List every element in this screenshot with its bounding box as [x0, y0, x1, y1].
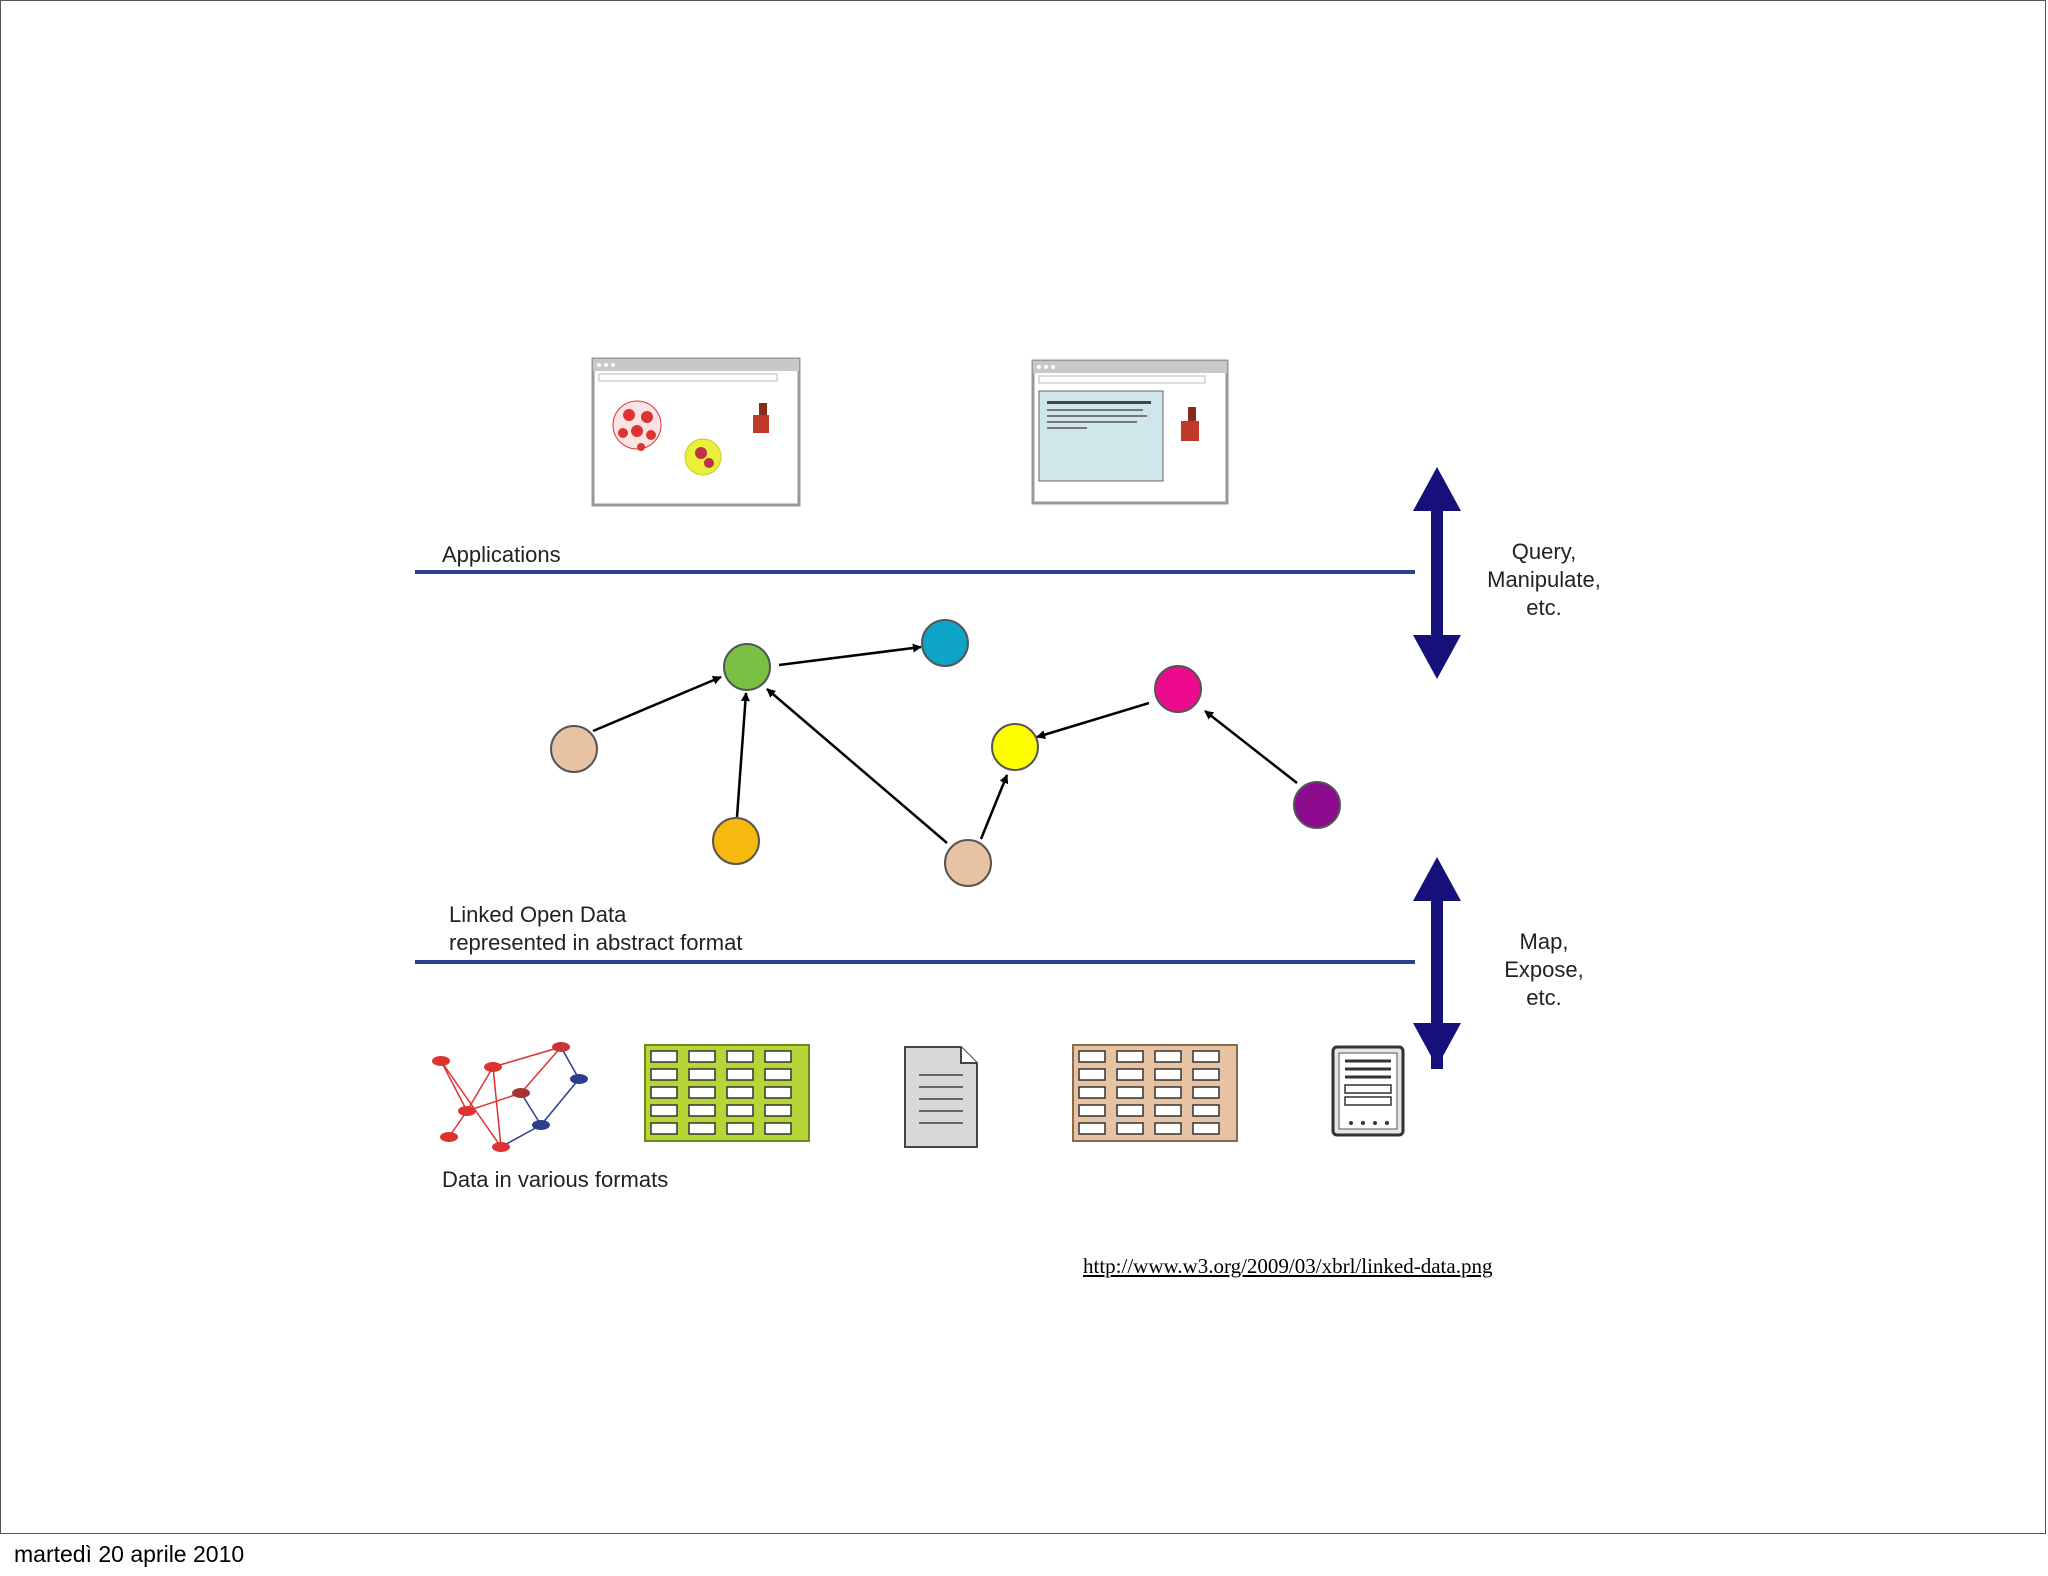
graph-node: [550, 725, 598, 773]
document-icon: [904, 1046, 978, 1148]
text-panel-icon: [1038, 390, 1164, 482]
source-url-link[interactable]: http://www.w3.org/2009/03/xbrl/linked-da…: [1083, 1254, 1493, 1278]
applications-label: Applications: [442, 542, 561, 567]
query-label-line1: Query,: [1512, 539, 1576, 564]
edge-n2-n3: [778, 643, 922, 667]
graph-icon: [432, 1042, 588, 1152]
tool-icon: [1181, 407, 1199, 441]
graph-node: [712, 817, 760, 865]
query-double-arrow: [1413, 467, 1461, 679]
graph-node: [944, 839, 992, 887]
graph-node: [991, 723, 1039, 771]
linked-data-diagram: Applications Linked Open Data represente…: [415, 357, 1601, 1192]
tan-table-icon: [1072, 1044, 1238, 1142]
highlighted-node-icon: [684, 438, 722, 476]
slide-frame: Applications Linked Open Data represente…: [0, 0, 2046, 1534]
map-label-line2: Expose,: [1504, 957, 1584, 982]
edge-n7-n6: [1036, 701, 1150, 739]
graph-node: [1293, 781, 1341, 829]
linked-open-data-label-line1: Linked Open Data: [449, 902, 627, 927]
browser-window-app-2: [1031, 359, 1229, 505]
linked-open-data-label-line2: represented in abstract format: [449, 930, 742, 955]
edge-n1-n2: [592, 675, 722, 733]
tool-icon: [753, 403, 769, 433]
data-formats-label: Data in various formats: [442, 1167, 668, 1192]
browser-window-app-1: [591, 357, 801, 507]
edge-n4-n2: [735, 692, 750, 818]
edge-n5-n2: [766, 688, 948, 844]
query-label-line3: etc.: [1526, 595, 1561, 620]
graph-node: [723, 643, 771, 691]
map-label-line3: etc.: [1526, 985, 1561, 1010]
network-cluster-icon: [612, 400, 662, 451]
slide-date-footer: martedì 20 aprile 2010: [14, 1541, 245, 1567]
edge-n8-n7: [1204, 710, 1298, 784]
edge-n5-n6: [979, 774, 1009, 840]
map-label-line1: Map,: [1520, 929, 1569, 954]
query-label-line2: Manipulate,: [1487, 567, 1601, 592]
green-table-icon: [644, 1044, 810, 1142]
graph-node: [1154, 665, 1202, 713]
graph-node: [921, 619, 969, 667]
form-icon: [1331, 1045, 1405, 1137]
map-double-arrow: [1413, 857, 1461, 1069]
